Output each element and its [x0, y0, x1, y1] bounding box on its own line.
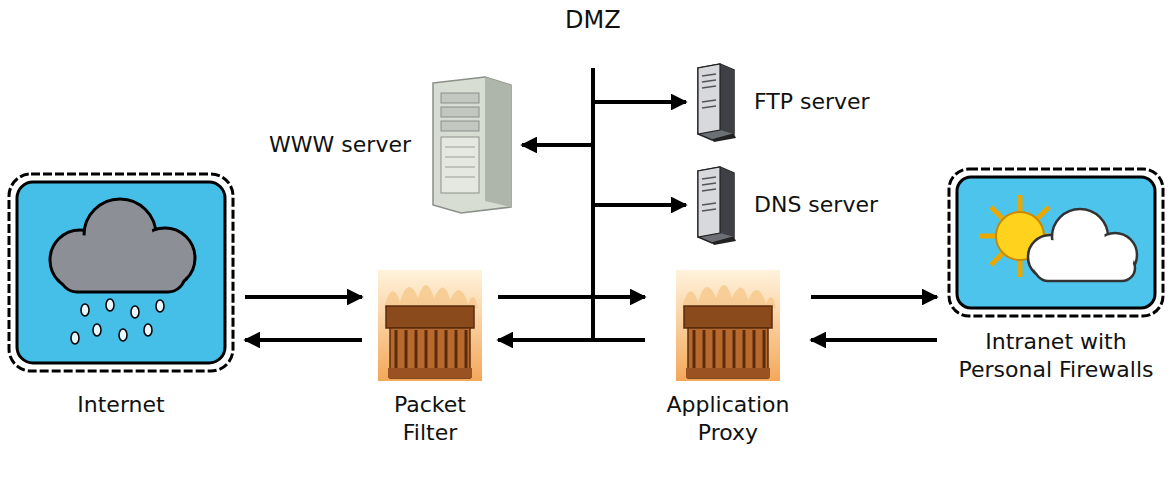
ftp-server-icon — [690, 62, 740, 142]
internet-cloud-icon — [5, 170, 237, 375]
packet-filter-firewall: Packet Filter — [370, 268, 490, 446]
dns-server-icon — [690, 165, 740, 245]
intranet-sun-cloud: Intranet with Personal Firewalls — [945, 165, 1167, 383]
ftp-server: FTP server — [690, 62, 990, 142]
dmz-link — [498, 205, 686, 340]
application-proxy-firewall: Application Proxy — [653, 268, 803, 446]
node-label: DNS server — [754, 191, 878, 219]
application-proxy-firewall-icon — [668, 268, 788, 383]
www-server-icon — [423, 75, 518, 215]
dmz-link — [498, 145, 593, 340]
node-label: Intranet with Personal Firewalls — [945, 328, 1167, 383]
node-label: Packet Filter — [370, 391, 490, 446]
packet-filter-firewall-icon — [370, 268, 490, 383]
node-label: Application Proxy — [653, 391, 803, 446]
node-label: FTP server — [754, 88, 870, 116]
traffic-arrow — [498, 295, 645, 299]
traffic-arrow — [245, 338, 362, 342]
www-server: WWW server — [200, 75, 518, 215]
traffic-arrow — [245, 295, 362, 299]
traffic-arrow — [811, 295, 937, 299]
dmz-link — [498, 102, 686, 340]
zone-label: DMZ — [565, 6, 621, 35]
dns-server: DNS server — [690, 165, 990, 245]
node-label: WWW server — [269, 131, 411, 159]
node-label: Internet — [5, 391, 237, 419]
internet-cloud: Internet — [5, 170, 237, 419]
intranet-sun-cloud-icon — [945, 165, 1167, 320]
traffic-arrow — [811, 338, 937, 342]
dmz-bus-line — [591, 68, 595, 104]
